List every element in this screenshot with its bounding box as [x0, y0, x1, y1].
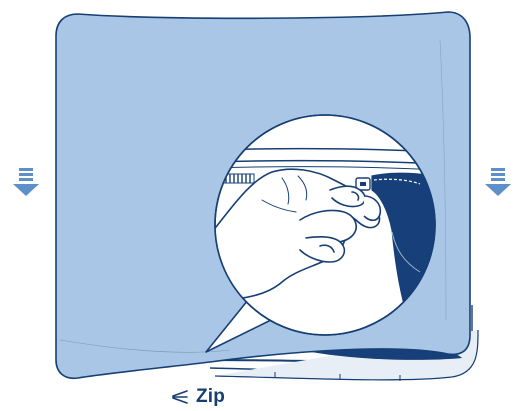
zip-label: Zip	[196, 386, 226, 407]
arrow-down-icon-left	[13, 168, 39, 196]
zipper-slider	[355, 177, 371, 191]
zip-lines-icon	[172, 390, 188, 404]
zip-caption: Zip	[170, 384, 225, 410]
arrow-down-icon-right	[485, 168, 511, 196]
